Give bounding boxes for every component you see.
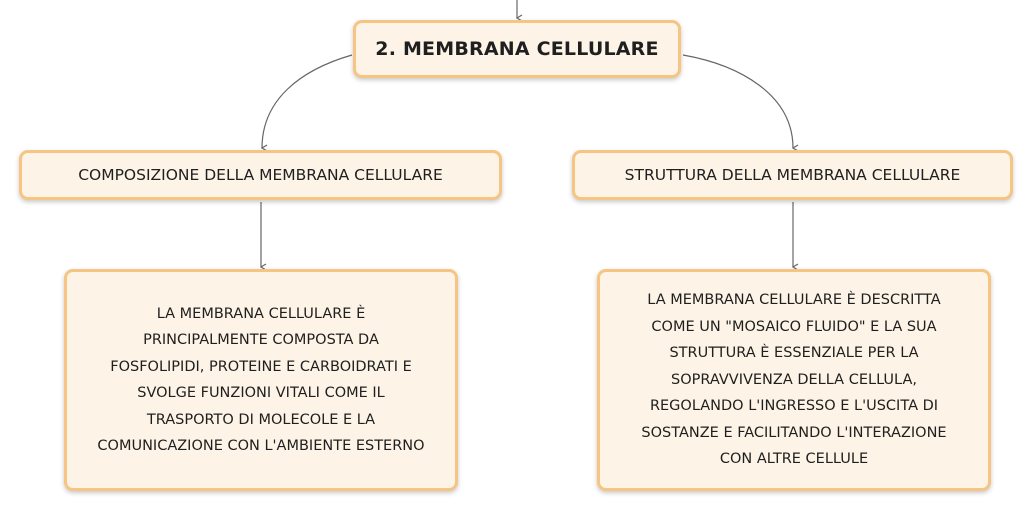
- connector-root-right: [682, 54, 799, 152]
- root-node[interactable]: 2. MEMBRANA CELLULARE: [353, 20, 681, 78]
- leaf-description: LA MEMBRANA CELLULARE È DESCRITTA COME U…: [641, 292, 947, 468]
- leaf-node-struttura[interactable]: LA MEMBRANA CELLULARE È DESCRITTA COME U…: [597, 269, 991, 491]
- leaf-description: LA MEMBRANA CELLULARE È PRINCIPALMENTE C…: [97, 305, 425, 455]
- connector-root-left: [260, 54, 353, 152]
- root-title: 2. MEMBRANA CELLULARE: [375, 38, 659, 60]
- branch-node-composizione[interactable]: COMPOSIZIONE DELLA MEMBRANA CELLULARE: [19, 150, 502, 200]
- leaf-node-composizione[interactable]: LA MEMBRANA CELLULARE È PRINCIPALMENTE C…: [64, 269, 458, 491]
- branch-label: STRUTTURA DELLA MEMBRANA CELLULARE: [624, 166, 961, 184]
- branch-label: COMPOSIZIONE DELLA MEMBRANA CELLULARE: [78, 166, 443, 184]
- branch-node-struttura[interactable]: STRUTTURA DELLA MEMBRANA CELLULARE: [572, 150, 1013, 200]
